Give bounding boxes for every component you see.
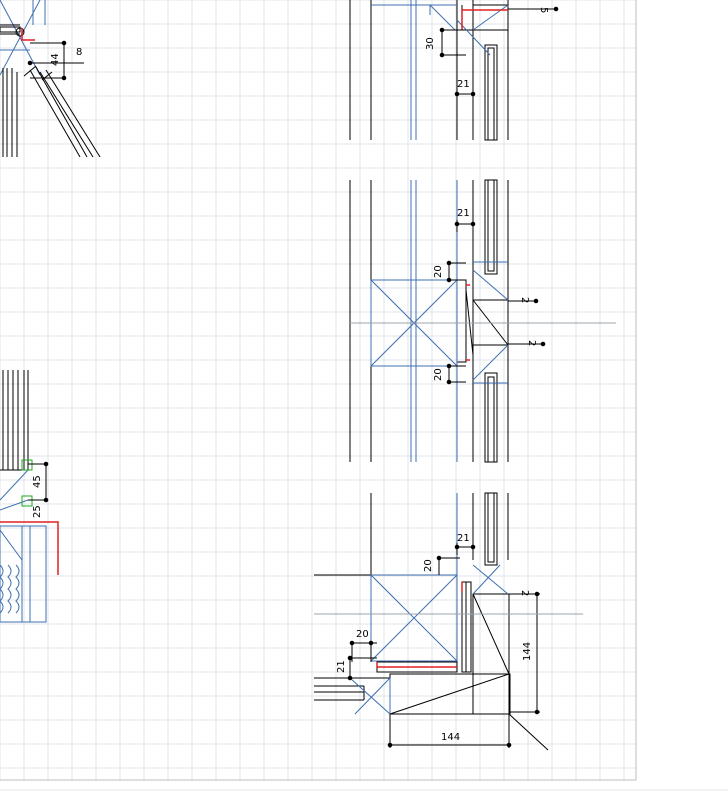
dim-label-20-bottom-left: 20 [356,629,369,640]
dim-label-5: 5 [538,7,549,13]
dim-label-30: 30 [425,37,436,50]
dim-label-44: 44 [50,53,61,66]
dim-label-45: 45 [32,475,43,488]
red-board-left-lower [0,521,59,575]
background-grid [0,0,636,780]
detail-bottom[interactable]: 21 20 20 21 2 144 144 [314,492,583,751]
dim-label-8: 8 [76,47,82,58]
dim-label-21-bottom: 21 [457,533,470,544]
blue-helpers-middle [370,180,509,462]
detail-top-left[interactable]: 8 44 [0,0,101,158]
wall-studs-top-left [0,24,25,157]
dim-label-20-middle-upper: 20 [433,265,444,278]
red-board-bottom [376,582,463,668]
dimension-bottom [347,543,549,751]
rafter-top-left [23,65,101,158]
dimension-top-middle [439,6,559,97]
blue-helpers-top-middle [371,0,509,140]
dim-label-144-horizontal: 144 [441,732,460,743]
dim-label-2-middle-b: 2 [526,340,537,346]
dim-label-20-bottom-upper: 20 [423,559,434,572]
red-board-top-left [21,28,35,41]
dim-label-21-middle: 21 [457,208,470,219]
blue-helpers-bottom [349,493,509,715]
dimension-top-left [27,40,84,81]
wall-lines-bottom [314,492,511,715]
green-snap-markers [21,459,33,507]
detail-left-lower[interactable]: 45 25 [0,370,59,623]
dim-label-2-bottom: 2 [519,590,530,596]
dim-label-144-vertical: 144 [522,642,533,661]
dim-label-2-middle-a: 2 [519,297,530,303]
dim-label-20-middle-lower: 20 [433,368,444,381]
dim-label-25: 25 [32,505,43,518]
detail-top-middle[interactable]: 5 30 21 [349,0,559,141]
dim-label-21-bottom-left: 21 [336,660,347,673]
dimension-middle [446,220,546,385]
wall-studs-left-lower [0,370,29,471]
blue-helpers-left-lower [0,469,47,623]
red-board-top-middle [461,9,508,30]
dimension-left-lower [28,461,49,503]
detail-middle[interactable]: 21 20 2 2 20 [349,179,616,463]
wall-lines-middle [349,179,509,463]
wall-lines-top-middle [349,0,509,141]
dim-label-21-top: 21 [457,79,470,90]
red-board-middle [466,284,470,361]
